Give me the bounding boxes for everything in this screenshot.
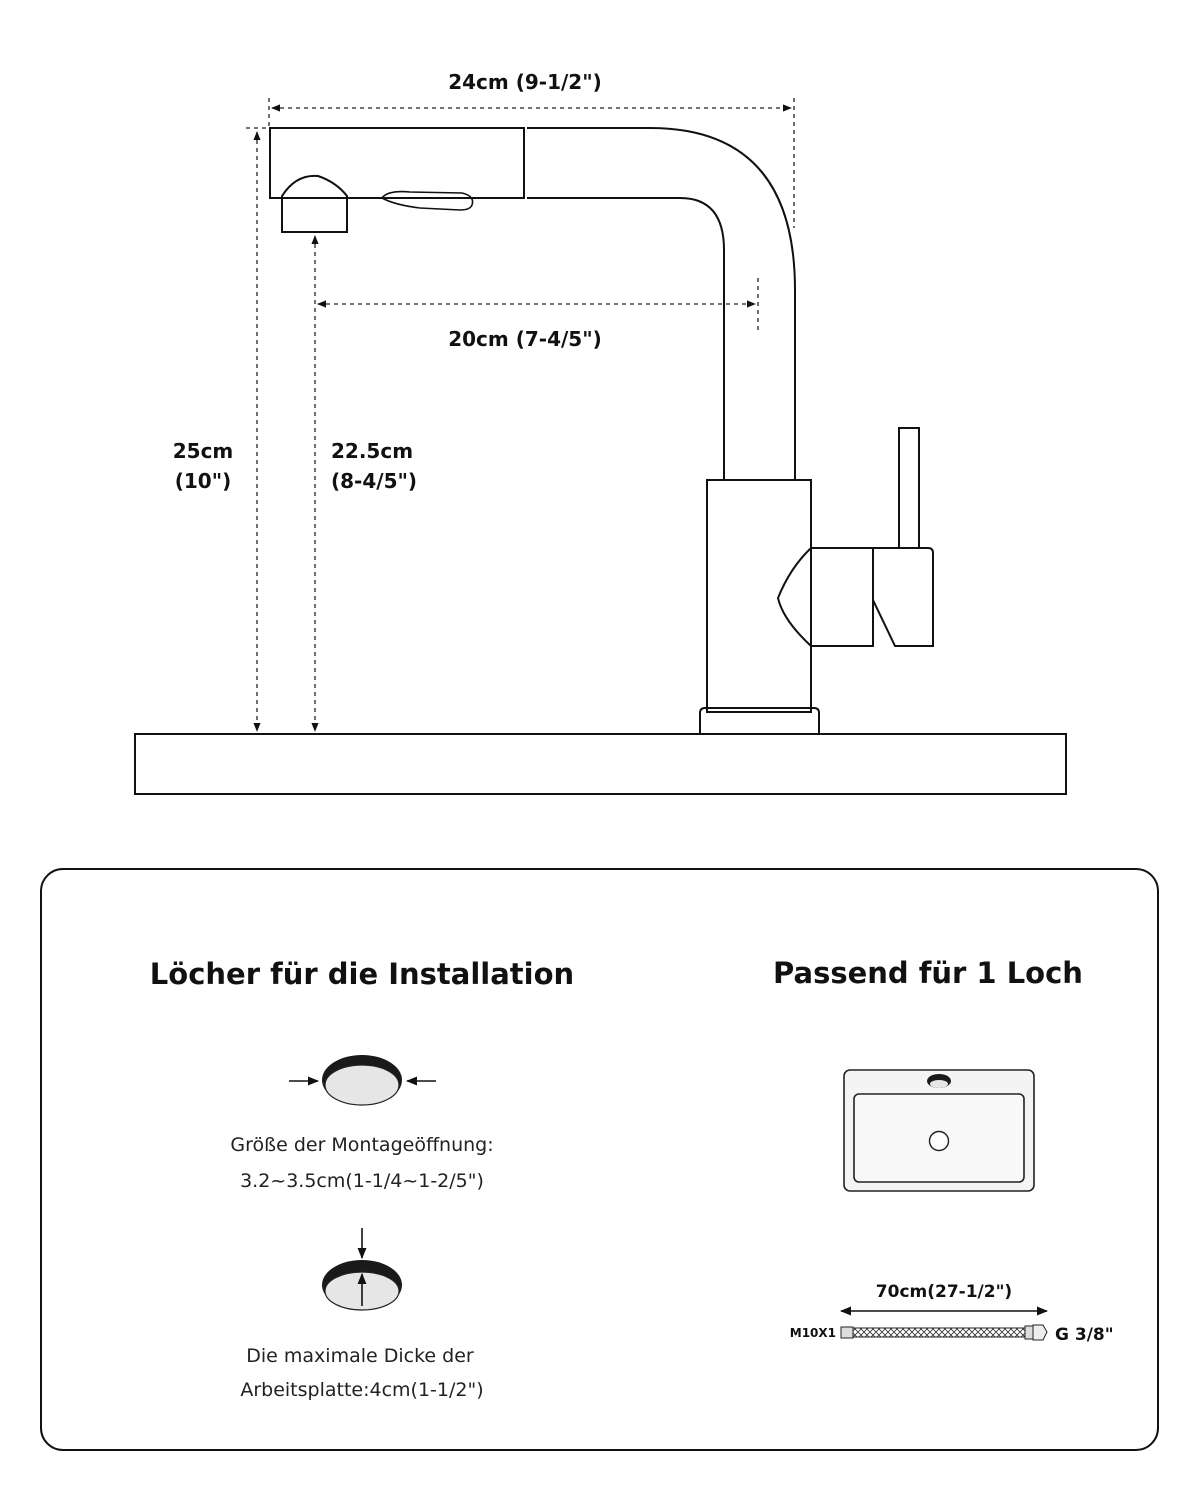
height-label-cm: 25cm bbox=[173, 439, 234, 463]
base-flange bbox=[699, 707, 820, 735]
hose-left-thread-label: M10X1 bbox=[790, 1326, 836, 1340]
thickness-label-line1: Die maximale Dicke der bbox=[246, 1345, 474, 1367]
countertop bbox=[134, 733, 1067, 795]
spray-head bbox=[269, 127, 525, 199]
height-label-in: (10") bbox=[175, 469, 232, 493]
nozzle bbox=[281, 174, 348, 233]
info-panel bbox=[40, 868, 1159, 1451]
thickness-label-line2: Arbeitsplatte:4cm(1-1/2") bbox=[240, 1379, 483, 1401]
spout-height-label-cm: 22.5cm bbox=[331, 439, 413, 463]
hole-size-icon bbox=[289, 1055, 436, 1106]
faucet-outline bbox=[134, 127, 1067, 795]
reach-label: 20cm (7-4/5") bbox=[448, 327, 602, 351]
fit-title: Passend für 1 Loch bbox=[773, 956, 1083, 990]
hose-right-thread-label: G 3/8" bbox=[1055, 1325, 1114, 1345]
width-label: 24cm (9-1/2") bbox=[448, 70, 602, 94]
handle-lever bbox=[898, 427, 920, 549]
hole-size-label-line1: Größe der Montageöffnung: bbox=[230, 1134, 493, 1156]
installation-title: Löcher für die Installation bbox=[150, 957, 574, 991]
hose-icon bbox=[840, 1324, 1048, 1341]
spout-height-label-in: (8-4/5") bbox=[331, 469, 417, 493]
spray-button bbox=[380, 190, 474, 211]
installation-section: Löcher für die Installation Größe der Mo… bbox=[150, 957, 574, 1401]
dimension-labels: 24cm (9-1/2") 20cm (7-4/5") 25cm (10") 2… bbox=[173, 70, 602, 493]
spout-outer bbox=[527, 127, 796, 480]
sink-icon bbox=[843, 1069, 1035, 1192]
hole-size-label-line2: 3.2~3.5cm(1-1/4~1-2/5") bbox=[240, 1170, 484, 1192]
thickness-icon bbox=[322, 1228, 402, 1311]
faucet-body bbox=[706, 479, 812, 713]
hose-length-label: 70cm(27-1/2") bbox=[876, 1282, 1012, 1302]
handle-hub bbox=[776, 547, 874, 647]
dimension-lines bbox=[246, 98, 795, 732]
fit-section: Passend für 1 Loch 70cm(27-1/2") M10X1 G… bbox=[773, 956, 1114, 1345]
handle-base bbox=[872, 547, 934, 647]
spout-inner bbox=[527, 197, 725, 480]
